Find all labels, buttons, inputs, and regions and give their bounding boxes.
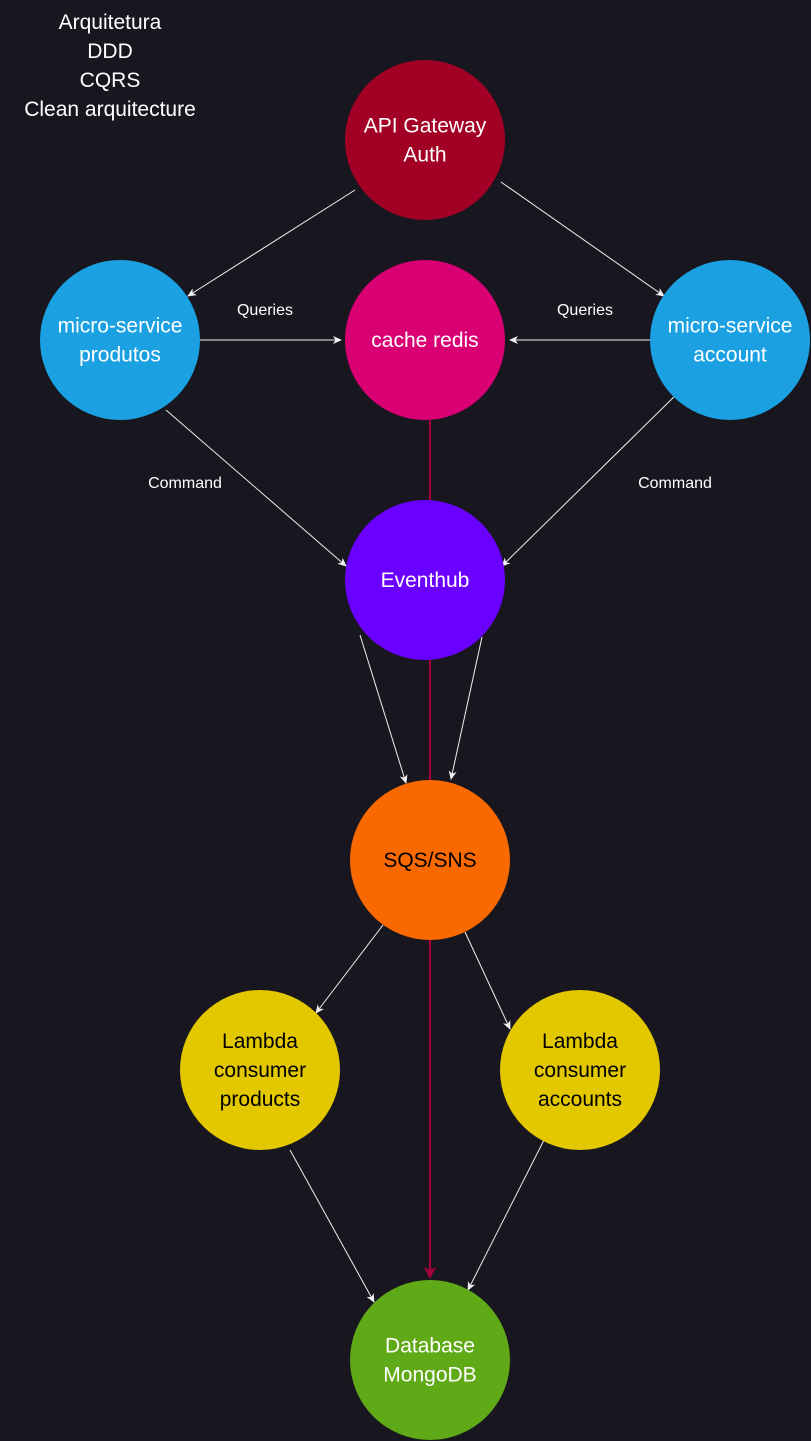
node-circle: [500, 990, 660, 1150]
edge-label-command-right: Command: [638, 475, 712, 492]
edge-gateway-to-produtos: [187, 189, 356, 297]
node-circle: [650, 260, 810, 420]
node-label-line: consumer: [534, 1059, 626, 1082]
edge-eventhub-to-sqs-left: [359, 634, 408, 784]
node-circle: [180, 990, 340, 1150]
node-label-line: Eventhub: [381, 569, 470, 592]
edge-sqs-to-lambda-products: [315, 924, 384, 1014]
node-label-line: account: [693, 344, 767, 367]
title-line-4: Clean arquitecture: [24, 98, 196, 121]
title-line-3: CQRS: [80, 69, 141, 92]
node-label-line: MongoDB: [383, 1364, 476, 1387]
node-label-line: micro-service: [668, 315, 793, 338]
edge-label-command-left: Command: [148, 475, 222, 492]
edge-eventhub-to-sqs-right: [448, 636, 483, 780]
node-label-line: Lambda: [222, 1030, 298, 1053]
node-label-line: accounts: [538, 1088, 622, 1111]
node-eventhub[interactable]: Eventhub: [345, 500, 505, 660]
node-lambda-consumer-products[interactable]: Lambda consumer products: [180, 990, 340, 1150]
edge-produtos-to-eventhub: [165, 409, 347, 567]
edge-sqs-to-lambda-accounts: [464, 931, 511, 1030]
node-circle: [350, 780, 510, 940]
node-label-line: API Gateway: [364, 115, 487, 138]
diagram-title: Arquitetura DDD CQRS Clean arquitecture: [24, 11, 196, 121]
title-line-1: Arquitetura: [59, 11, 162, 34]
node-cache-redis[interactable]: cache redis: [345, 260, 505, 420]
edge-lambda-products-to-db: [289, 1149, 375, 1303]
node-label-line: products: [220, 1088, 301, 1111]
node-label-line: Auth: [403, 144, 446, 167]
node-circle: [350, 1280, 510, 1440]
node-circle: [345, 60, 505, 220]
title-line-2: DDD: [87, 40, 133, 63]
edge-label-queries-right: Queries: [557, 302, 613, 319]
edge-lambda-accounts-to-db: [467, 1139, 545, 1291]
node-label-line: SQS/SNS: [383, 849, 476, 872]
edge-label-queries-left: Queries: [237, 302, 293, 319]
node-label-line: Database: [385, 1335, 475, 1358]
node-circle: [345, 260, 505, 420]
node-micro-service-produtos[interactable]: micro-service produtos: [40, 260, 200, 420]
node-sqs-sns[interactable]: SQS/SNS: [350, 780, 510, 940]
node-label-line: Lambda: [542, 1030, 618, 1053]
node-label-line: consumer: [214, 1059, 306, 1082]
node-micro-service-account[interactable]: micro-service account: [650, 260, 810, 420]
edges: [165, 181, 682, 1303]
node-label-line: micro-service: [58, 315, 183, 338]
edge-gateway-to-account: [500, 181, 665, 297]
node-lambda-consumer-accounts[interactable]: Lambda consumer accounts: [500, 990, 660, 1150]
edge-account-to-eventhub: [501, 389, 682, 567]
node-circle: [40, 260, 200, 420]
node-label-line: produtos: [79, 344, 161, 367]
node-label-line: cache redis: [371, 329, 478, 352]
node-circle: [345, 500, 505, 660]
